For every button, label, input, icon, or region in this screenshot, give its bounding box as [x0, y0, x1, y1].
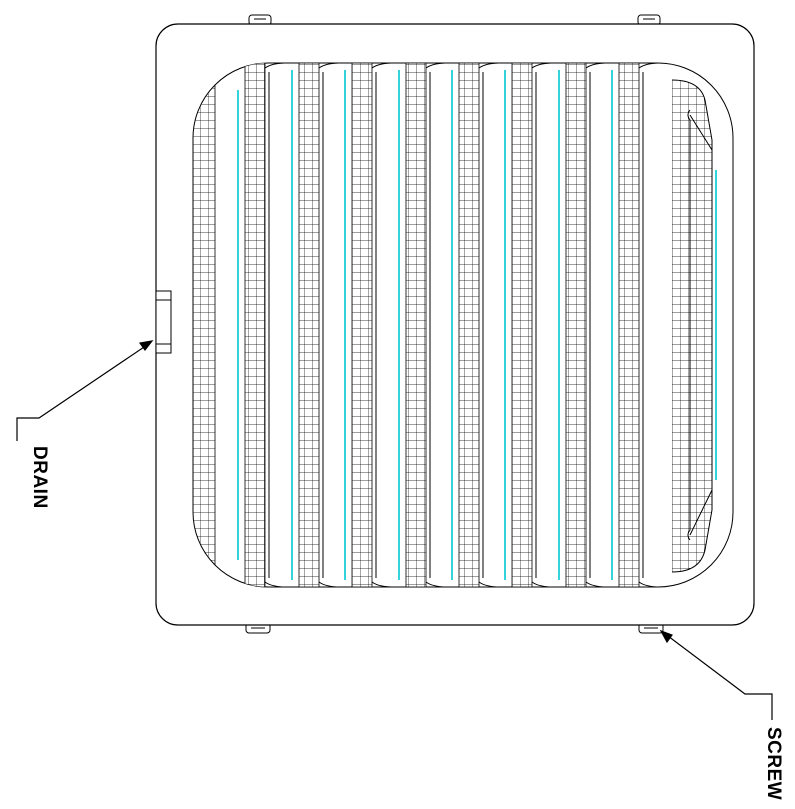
louver-blade — [504, 63, 562, 587]
louver-blade — [344, 63, 402, 587]
edge-blade-right — [671, 79, 713, 573]
louver-blade — [451, 63, 509, 587]
leader-lines — [16, 340, 773, 720]
edge-mesh-left — [193, 63, 216, 587]
drain-tab — [155, 290, 172, 354]
louver-blade — [558, 63, 616, 587]
louver-blades — [237, 63, 717, 587]
louver-blade — [611, 63, 669, 587]
screw-label: SCREW — [763, 727, 784, 801]
top-screws — [248, 14, 661, 26]
drain-label: DRAIN — [29, 446, 50, 509]
louver-blade — [237, 63, 295, 587]
louver-blade — [291, 63, 349, 587]
louver-blade — [398, 63, 456, 587]
